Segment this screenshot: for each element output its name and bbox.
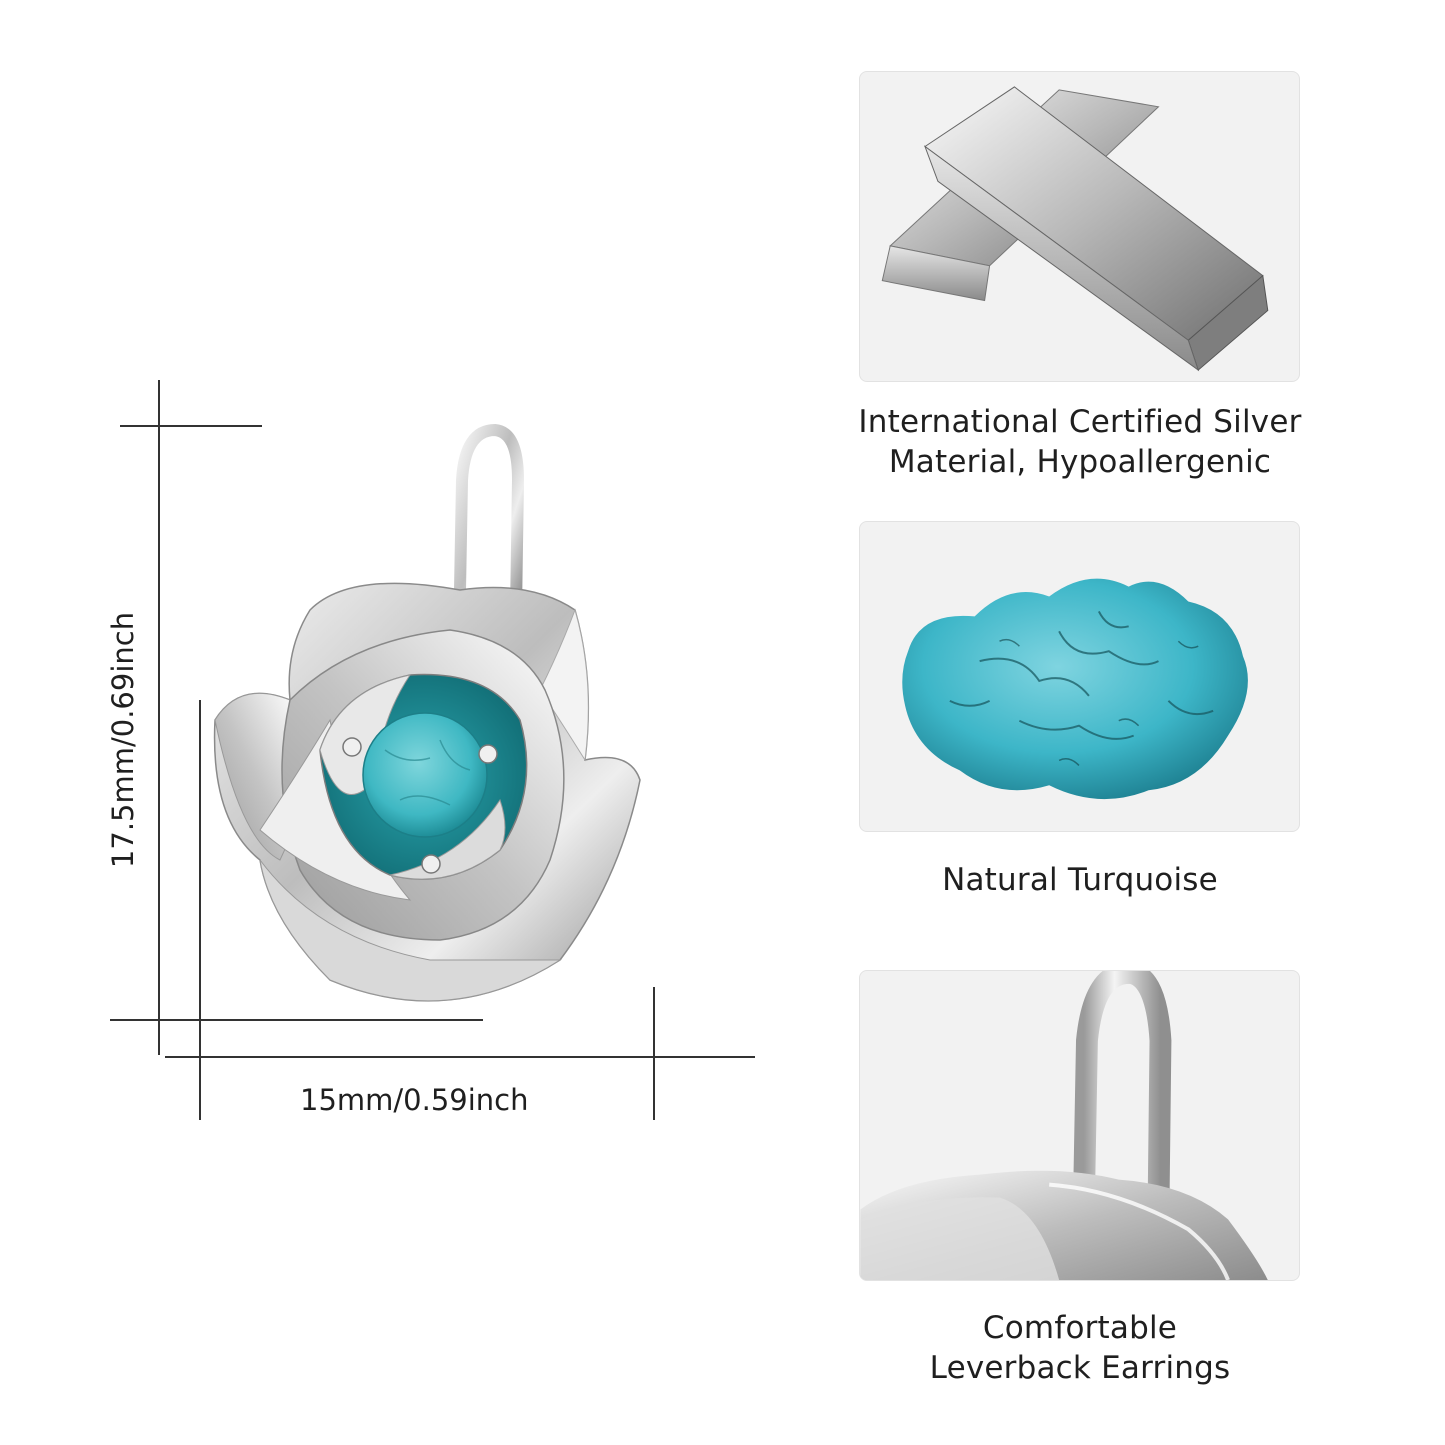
width-guide-left-tick (199, 700, 201, 1120)
caption-line: Leverback Earrings (929, 1350, 1231, 1386)
caption-line: Material, Hypoallergenic (888, 444, 1272, 480)
width-guide-horizontal (165, 1056, 755, 1058)
feature-caption-silver: International Certified Silver Material,… (840, 402, 1320, 482)
feature-caption-leverback: Comfortable Leverback Earrings (840, 1308, 1320, 1388)
width-guide-right-tick (653, 987, 655, 1120)
height-guide-vertical (158, 380, 160, 1055)
turquoise-stone-icon (902, 578, 1248, 800)
feature-panel-leverback (859, 970, 1300, 1281)
caption-line: Comfortable (982, 1310, 1178, 1346)
silver-bars-icon (881, 86, 1269, 372)
rose-earring-image (200, 420, 660, 1030)
caption-line: International Certified Silver (858, 404, 1302, 440)
feature-panel-silver (859, 71, 1300, 382)
height-guide-bottom-tick (110, 1019, 483, 1021)
feature-panel-turquoise (859, 521, 1300, 832)
feature-caption-turquoise: Natural Turquoise (840, 860, 1320, 900)
caption-line: Natural Turquoise (942, 862, 1218, 898)
height-guide-top-tick (120, 425, 262, 427)
width-dimension-label: 15mm/0.59inch (300, 1083, 529, 1117)
leverback-closeup-icon (860, 971, 1268, 1280)
height-label-text: 17.5mm/0.69inch (106, 611, 140, 869)
rose-earring-icon (213, 423, 641, 1002)
